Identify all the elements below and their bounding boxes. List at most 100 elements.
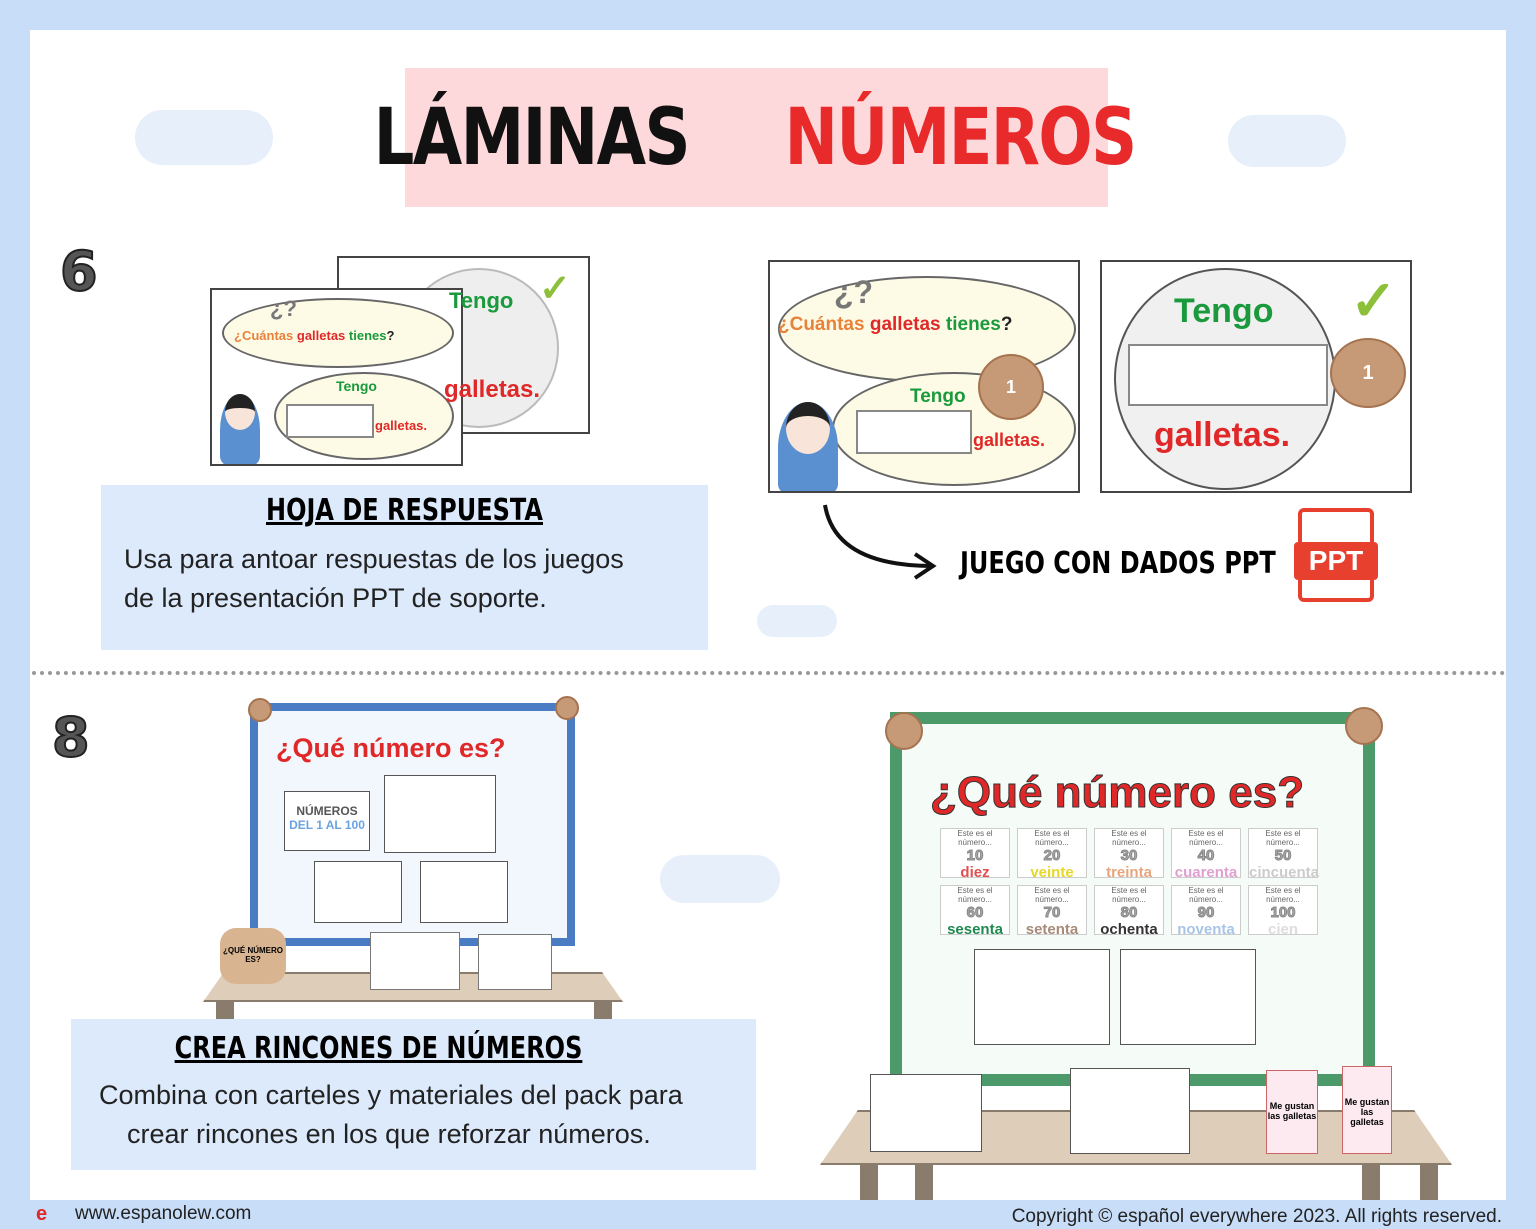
card-word: cuarenta (1174, 864, 1238, 881)
espanol-everywhere-logo: e (36, 1203, 48, 1225)
worksheet (1070, 1068, 1190, 1154)
number-corner-text-2: crear rincones en los que reforzar númer… (127, 1119, 651, 1149)
cookie-icon (1345, 707, 1383, 745)
card-prompt: Este es el número... (1265, 829, 1301, 847)
card-number: 80 (1120, 904, 1138, 922)
slide-tengo: Tengo (336, 378, 377, 394)
card-number: 60 (966, 904, 984, 922)
footer: e www.espanolew.com Copyright © español … (0, 1200, 1536, 1229)
answer-sheet-text-2: de la presentación PPT de soporte. (124, 583, 547, 613)
numbers-list-sheet (384, 775, 496, 853)
card-prompt: Este es el número... (1111, 829, 1147, 847)
card-number: 30 (1120, 847, 1138, 865)
section-number-8: 8 (51, 705, 91, 770)
ppt-file-icon: PPT (1294, 508, 1378, 602)
slide-question: ¿Cuántas galletas tienes? (234, 328, 395, 343)
ppt-slide-answer: Tengo galletas. ✓ 1 (1100, 260, 1412, 493)
checkmark-icon: ✓ (1350, 269, 1397, 332)
card-number: 50 (1274, 847, 1292, 865)
card-word: veinte (1030, 864, 1074, 881)
cloud-decoration (1228, 115, 1346, 167)
table-leg (594, 1000, 612, 1020)
slide-galletas: galletas. (973, 430, 1046, 450)
girl-illustration (220, 394, 260, 464)
mini-slide-answer (1120, 949, 1256, 1045)
card-prompt: Este es el número... (1034, 886, 1070, 904)
card-word: noventa (1177, 921, 1235, 938)
cloud-decoration (135, 110, 273, 165)
table-leg (915, 1164, 933, 1200)
title-word-numeros: NÚMEROS (784, 92, 1137, 183)
slide-tengo: Tengo (910, 386, 966, 407)
mini-slide-answer (420, 861, 508, 923)
slide-question: ¿Cuántas galletas tienes? (778, 314, 1013, 335)
slide-tengo: Tengo (1174, 292, 1274, 330)
number-corner-text-1: Combina con carteles y materiales del pa… (99, 1080, 683, 1110)
slide-galletas: galletas. (1154, 416, 1291, 454)
slide-galletas: galletas. (375, 418, 428, 433)
number-corner-card: CREA RINCONES DE NÚMEROS Combina con car… (71, 1019, 756, 1170)
answer-sheet-text-1: Usa para antoar respuestas de los juegos (124, 544, 624, 574)
table-leg (860, 1164, 878, 1200)
title-word-laminas: LÁMINAS (373, 92, 691, 183)
card-prompt: Este es el número... (1188, 829, 1224, 847)
cookie-icon: 1 (1330, 338, 1406, 408)
ppt-game-label: JUEGO CON DADOS PPT (960, 546, 1276, 581)
question-marks: ¿? (834, 274, 874, 310)
card-word: setenta (1025, 921, 1079, 938)
card-number: 70 (1043, 904, 1061, 922)
card-number: 20 (1043, 847, 1061, 865)
ppt-slide-question: ¿? ¿Cuántas galletas tienes? Tengo galle… (768, 260, 1080, 493)
card-prompt: Este es el número... (1111, 886, 1147, 904)
board-title: ¿Qué número es? (276, 733, 506, 763)
card-word: treinta (1106, 864, 1152, 881)
mini-slide-question (974, 949, 1110, 1045)
cookie-icon (555, 696, 579, 720)
card-prompt: Este es el número... (957, 829, 993, 847)
board-title: ¿Qué número es? (929, 768, 1305, 818)
girl-illustration (778, 402, 838, 491)
cookie-icon (885, 712, 923, 750)
card-number: 90 (1197, 904, 1215, 922)
mini-slide-question (314, 861, 402, 923)
answer-sheet-card: HOJA DE RESPUESTA Usa para antoar respue… (101, 485, 708, 650)
cloud-decoration (757, 605, 837, 637)
card-number: 100 (1270, 904, 1296, 922)
number-corner-heading: CREA RINCONES DE NÚMEROS (174, 1031, 583, 1066)
slide-preview-front: ¿? ¿Cuántas galletas tienes? Tengo galle… (210, 288, 463, 466)
table-leg (1420, 1164, 1438, 1200)
table-leg (1362, 1164, 1380, 1200)
website-link[interactable]: www.espanolew.com (75, 1203, 252, 1224)
cookie-cup: Me gustan las galletas (1342, 1066, 1392, 1154)
worksheet (370, 932, 460, 990)
section-number-6: 6 (59, 239, 99, 304)
slide-preview-back: Tengo galletas. ✓ (337, 256, 590, 434)
worksheet (478, 934, 552, 990)
ppt-icon-label: PPT (1294, 542, 1378, 580)
arrow-icon (823, 504, 937, 580)
slide-galletas: galletas. (444, 376, 541, 403)
card-prompt: Este es el número... (957, 886, 993, 904)
card-prompt: Este es el número... (1265, 886, 1301, 904)
card-word: diez (960, 864, 990, 881)
page-title: LÁMINAS NÚMEROS (374, 68, 1137, 207)
card-prompt: Este es el número... (1034, 829, 1070, 847)
worksheet (870, 1074, 982, 1152)
cookie-cup: Me gustan las galletas (1266, 1070, 1318, 1154)
cloud-decoration (660, 855, 780, 903)
cookie-sign: ¿QUÉ NÚMERO ES? (220, 928, 286, 984)
cookie-icon: 1 (978, 354, 1044, 420)
card-prompt: Este es el número... (1188, 886, 1224, 904)
slide-tengo: Tengo (449, 288, 514, 313)
card-number: 10 (966, 847, 984, 865)
